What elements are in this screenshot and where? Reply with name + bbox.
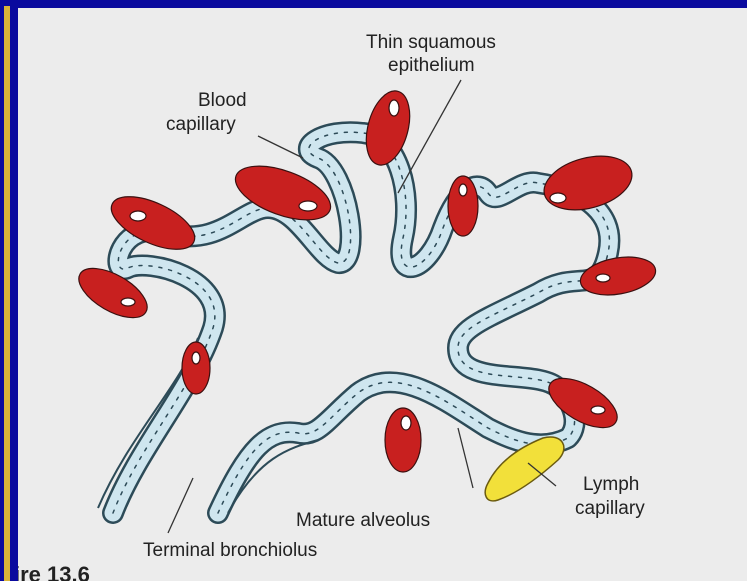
lymph-capillary xyxy=(485,437,564,501)
label-thin-squamous-line1: Thin squamous xyxy=(366,32,496,53)
label-terminal-bronchiolus: Terminal bronchiolus xyxy=(143,540,317,561)
blood-capillary xyxy=(385,408,421,472)
caption-fragment: ire 13.6 xyxy=(18,562,90,581)
label-blood-line1: Blood xyxy=(198,90,247,111)
gold-accent-bar xyxy=(4,6,10,581)
top-frame xyxy=(0,0,747,8)
blood-capillary xyxy=(182,342,210,394)
blood-capillary xyxy=(448,176,478,236)
blood-capillary xyxy=(359,86,417,170)
label-mature-alveolus: Mature alveolus xyxy=(296,510,430,531)
blood-capillary xyxy=(577,252,658,301)
left-frame xyxy=(0,0,20,581)
label-blood-line2: capillary xyxy=(166,114,236,135)
label-lymph-line2: capillary xyxy=(575,498,645,519)
label-lymph-line1: Lymph xyxy=(583,474,639,495)
alveolus-diagram: Thin squamous epithelium Blood capillary… xyxy=(18,8,747,581)
diagram-panel: Thin squamous epithelium Blood capillary… xyxy=(18,8,747,581)
label-thin-squamous-line2: epithelium xyxy=(388,55,475,76)
blood-capillary xyxy=(538,147,638,219)
